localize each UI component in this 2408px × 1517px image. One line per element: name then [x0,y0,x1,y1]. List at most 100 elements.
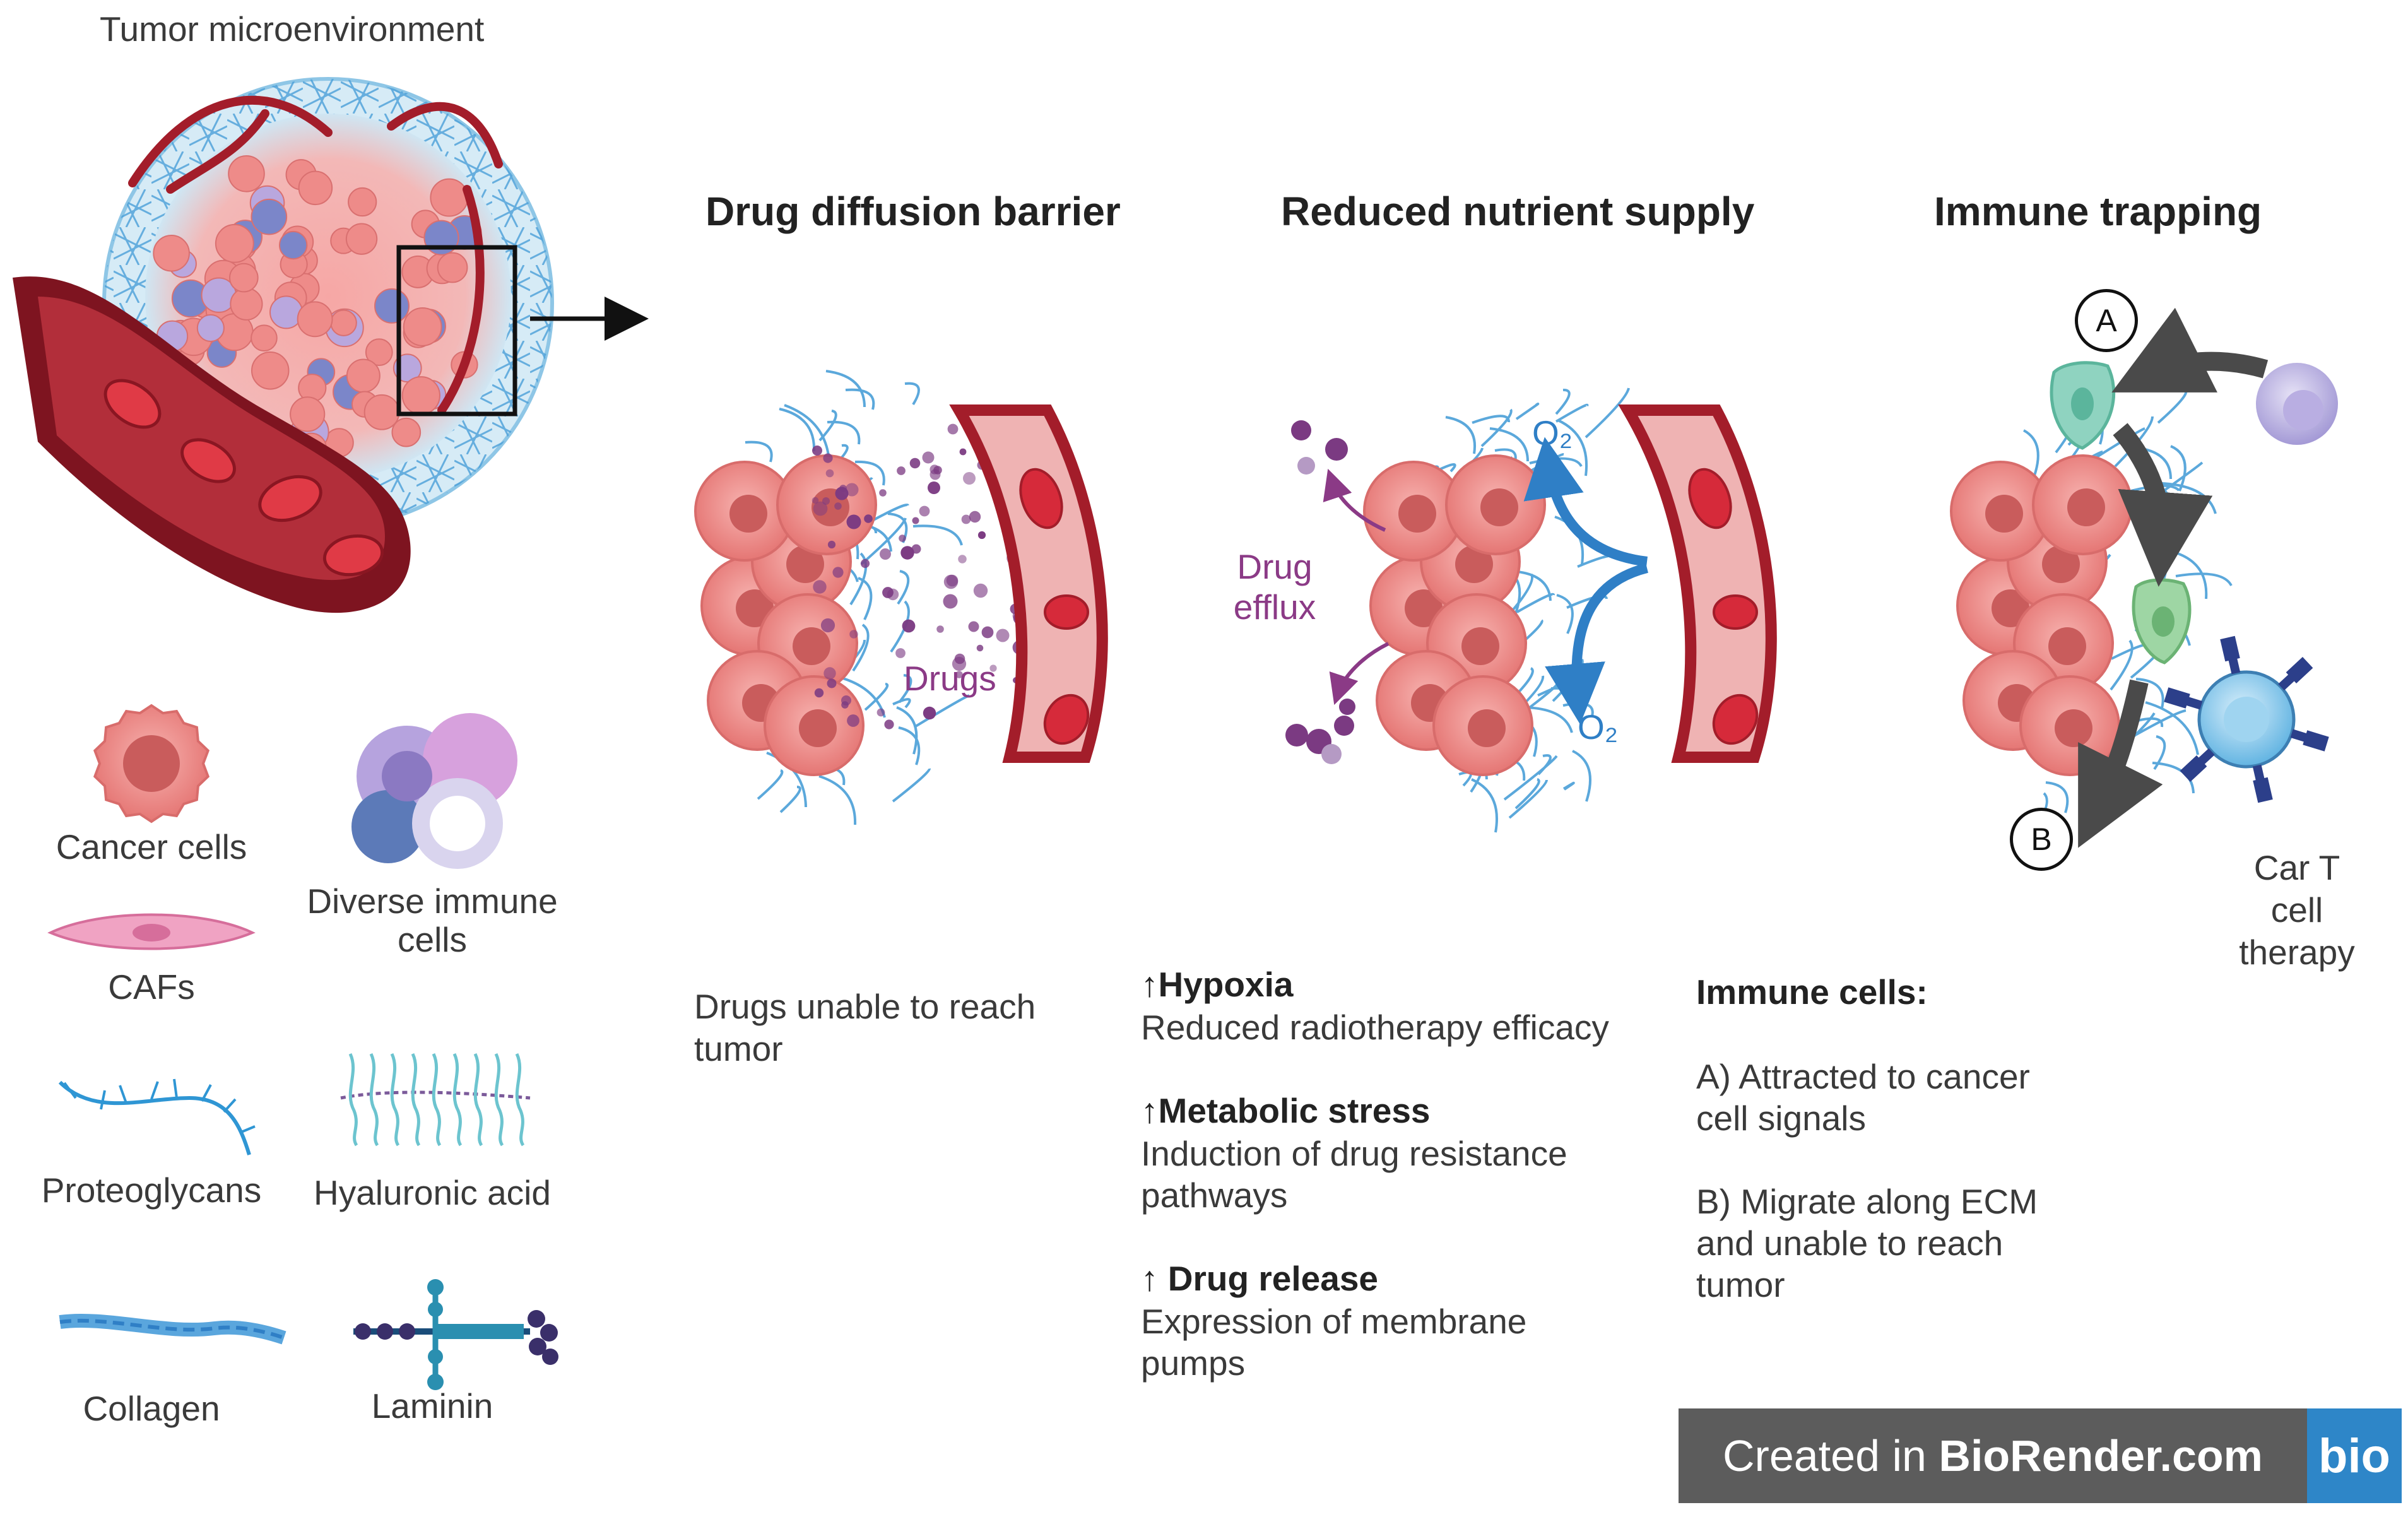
drug-particle [834,502,842,510]
ecm-fiber [818,410,837,442]
drug-particle [846,514,861,529]
cancer-cell-nucleus [1480,488,1518,526]
hyaluronic-strand [348,1053,358,1147]
legend-collagen-icon [59,1313,286,1345]
drug-particle [827,678,837,688]
drug-particle [909,457,921,469]
cancer-cell-nucleus [793,627,830,665]
hypoxia-heading: ↑Hypoxia [1141,965,1294,1004]
legend-caf-icon [47,913,256,950]
immune-a-line2: cell signals [1696,1099,1867,1138]
biorender-badge[interactable]: Created in BioRender.com bio [1679,1408,2402,1503]
tumor-cell [403,307,442,346]
ecm-fiber [779,408,816,452]
ecm-fiber [858,577,873,620]
legend-proteoglycan-icon [58,1078,256,1155]
drug-particle [887,588,899,601]
oxygen-label-bottom: O₂ [1578,707,1619,747]
cancer-cell-nucleus [2055,709,2092,747]
immune-b-line3: tumor [1696,1265,1785,1304]
drug-particle [968,621,979,632]
drug-particle [976,644,984,652]
drug-release-detail-line1: Expression of membrane [1141,1302,1527,1341]
legend-laminin-icon [353,1279,558,1390]
drug-particle [860,558,870,569]
hyaluronic-strand [515,1053,525,1147]
ecm-fiber [2045,781,2069,813]
legend-hyaluronic-acid-icon [340,1053,531,1147]
label-b-circle: B [2010,808,2073,871]
cancer-cell-nucleus [1468,709,1506,747]
tumor-cell [251,198,288,235]
drug-efflux-label-line1: Drug [1237,547,1313,586]
ecm-fiber [2022,429,2039,481]
ecm-fiber [1472,415,1510,424]
tumor-microenvironment-title: Tumor microenvironment [100,9,485,49]
drug-particle [930,464,940,475]
ecm-fiber [898,726,921,765]
ecm-fiber [779,786,801,813]
cancer-cell-nucleus [2067,488,2105,526]
ecm-fiber [825,370,866,408]
ecm-fiber [2157,389,2188,424]
drug-particle [911,544,921,554]
tumor-cell [345,223,378,255]
ecm-fiber [912,524,963,546]
tumor-cell [401,376,440,415]
drug-particle [981,626,994,639]
legend-label-collagen: Collagen [83,1389,220,1428]
ecm-fiber [1572,750,1591,802]
immune-b-line2: and unable to reach [1696,1224,2004,1263]
nutrient-supply-illustration [1285,387,1777,833]
drug-particle [900,546,914,560]
immune-b-line1: B) Migrate along ECM [1696,1182,2038,1221]
tumor-cell [153,235,190,272]
ecm-fiber [2145,701,2199,755]
badge-prefix: Created in [1723,1431,1939,1480]
drug-particle [823,453,833,463]
drug-efflux-label-line2: efflux [1233,587,1316,627]
drugs-label: Drugs [904,659,996,698]
car-t-label-line3: therapy [2239,933,2355,972]
legend-label-hyaluronic-acid: Hyaluronic acid [313,1173,551,1212]
drug-particle [947,423,959,435]
drug-particle [928,481,940,494]
immune-cells-heading: Immune cells: [1696,972,1928,1012]
drug-particle [839,485,847,492]
ecm-fiber [896,706,918,755]
car-t-label-line2: cell [2270,890,2323,930]
drug-particle [895,648,906,658]
label-a-circle: A [2075,289,2138,352]
tumor-cell [251,351,290,390]
ecm-fiber [2128,709,2187,740]
ecm-fiber [849,552,867,606]
immune-trapping-title: Immune trapping [1934,189,2262,234]
cancer-cell-nucleus [799,709,837,747]
legend-label-immune-cells-line1: Diverse immune [307,882,558,921]
ecm-fiber [745,440,773,463]
nutrient-supply-title: Reduced nutrient supply [1281,189,1755,234]
ecm-fiber [898,674,912,704]
tumor-cell [348,187,377,217]
tumor-cell [374,288,410,324]
drug-particle [946,574,959,587]
tumor-cell [297,301,333,338]
ecm-fiber [1529,457,1583,468]
drug-particle [879,489,887,497]
hyaluronic-strand [494,1053,504,1147]
drug-particle [959,448,967,456]
ecm-fiber [1556,594,1574,634]
ecm-fiber [1508,779,1548,819]
hyaluronic-strand [473,1053,483,1147]
drug-particle [884,719,894,729]
metabolic-stress-detail-line2: pathways [1141,1176,1288,1215]
drug-particle [977,531,986,540]
ecm-fiber [845,388,875,410]
drug-particle [880,548,891,560]
car-receptor-head [2220,635,2240,662]
drug-release-heading: ↑ Drug release [1141,1259,1379,1298]
car-receptor-head [2286,656,2313,684]
ecm-fiber [904,382,920,406]
tumor-cell [346,358,381,393]
cancer-cell-nucleus [729,495,767,533]
